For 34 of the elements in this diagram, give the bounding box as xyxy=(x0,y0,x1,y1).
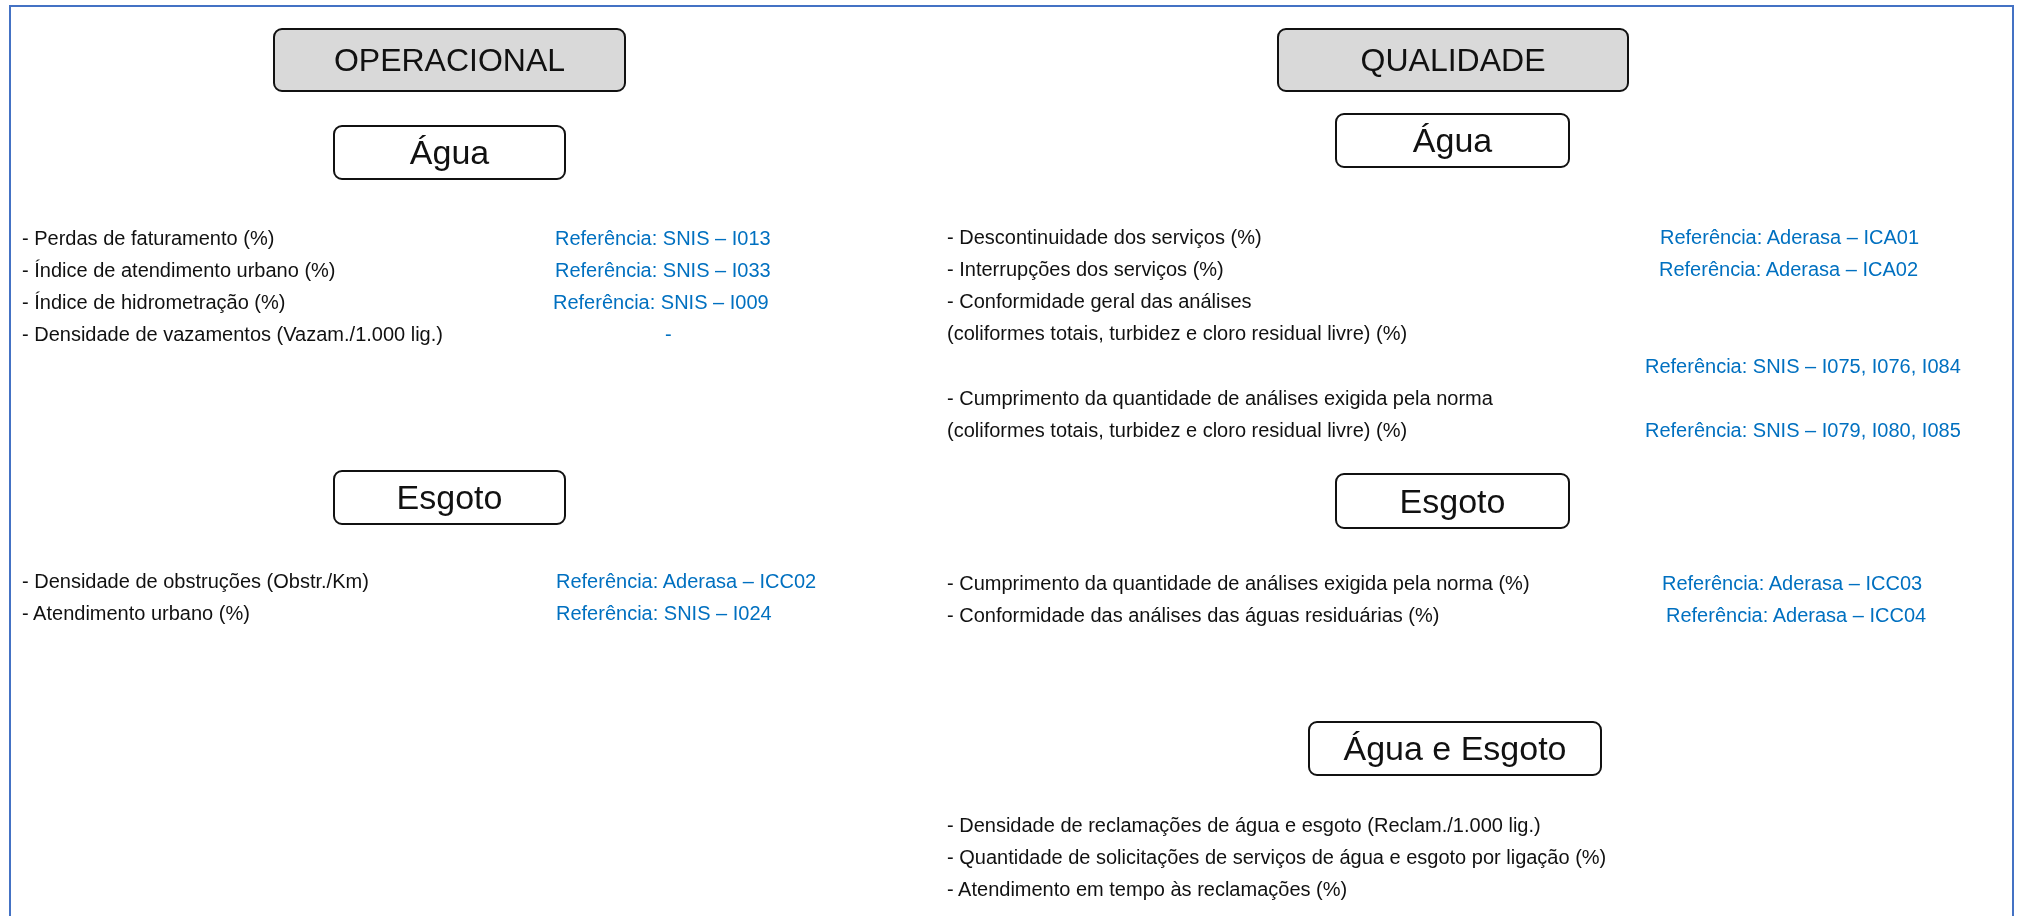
section-header-box: Água xyxy=(333,125,566,180)
reference-text: Referência: SNIS – I079, I080, I085 xyxy=(1645,418,1961,443)
indicator-text: - Índice de hidrometração (%) xyxy=(22,290,286,315)
indicator-text: - Índice de atendimento urbano (%) xyxy=(22,258,336,283)
reference-text: Referência: SNIS – I075, I076, I084 xyxy=(1645,354,1961,379)
section-header-box: Esgoto xyxy=(1335,473,1570,529)
indicator-text: - Descontinuidade dos serviços (%) xyxy=(947,225,1262,250)
reference-text: Referência: SNIS – I033 xyxy=(555,258,771,283)
reference-text: Referência: Aderasa – ICC02 xyxy=(556,569,817,594)
indicator-text: - Perdas de faturamento (%) xyxy=(22,226,275,251)
indicator-text: - Atendimento em tempo às reclamações (%) xyxy=(947,877,1348,902)
reference-text: Referência: SNIS – I009 xyxy=(553,290,769,315)
category-header-box: QUALIDADE xyxy=(1277,28,1629,92)
category-header-box: OPERACIONAL xyxy=(273,28,626,92)
reference-text: Referência: Aderasa – ICA01 xyxy=(1660,225,1920,250)
indicator-text: - Conformidade geral das análises (coliformes totais, turbidez e cloro residual livre) (%) xyxy=(947,289,1408,346)
indicator-text: - Cumprimento da quantidade de análises exigida pela norma (coliformes totais, turbidez e cloro residual livre) (%) xyxy=(947,386,1493,443)
indicator-text: - Densidade de obstruções (Obstr./Km) xyxy=(22,569,369,594)
indicator-text: - Atendimento urbano (%) xyxy=(22,601,250,626)
reference-text: Referência: Aderasa – ICC04 xyxy=(1666,603,1927,628)
reference-text: Referência: SNIS – I013 xyxy=(555,226,771,251)
indicator-text: - Quantidade de solicitações de serviços de água e esgoto por ligação (%) xyxy=(947,845,1607,870)
reference-text: Referência: Aderasa – ICC03 xyxy=(1662,571,1923,596)
indicator-text: - Densidade de vazamentos (Vazam./1.000 lig.) xyxy=(22,322,443,347)
indicator-text: - Conformidade das análises das águas residuárias (%) xyxy=(947,603,1440,628)
section-header-box: Água e Esgoto xyxy=(1308,721,1602,776)
section-header-box: Água xyxy=(1335,113,1570,168)
section-header-box: Esgoto xyxy=(333,470,566,525)
reference-text: Referência: SNIS – I024 xyxy=(556,601,772,626)
indicator-text: - Densidade de reclamações de água e esgoto (Reclam./1.000 lig.) xyxy=(947,813,1541,838)
indicator-text: - Interrupções dos serviços (%) xyxy=(947,257,1224,282)
reference-text: - xyxy=(665,322,672,347)
reference-text: Referência: Aderasa – ICA02 xyxy=(1659,257,1919,282)
indicator-text: - Cumprimento da quantidade de análises exigida pela norma (%) xyxy=(947,571,1530,596)
